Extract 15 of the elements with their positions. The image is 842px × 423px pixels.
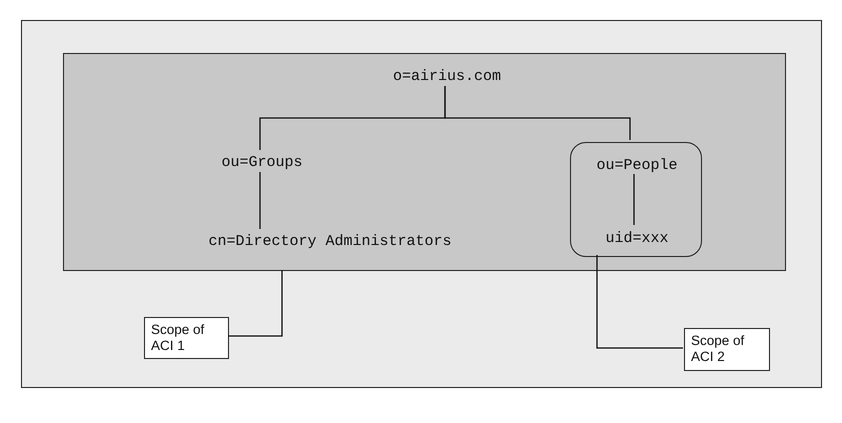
- entry-label: uid=xxx: [597, 228, 677, 250]
- connector-line: [259, 172, 261, 229]
- leader-line: [596, 255, 683, 349]
- leader-line: [444, 86, 631, 140]
- callout-box: Scope of ACI 2: [684, 328, 770, 371]
- callout-box: Scope of ACI 1: [144, 317, 229, 359]
- entry-label: ou=People: [587, 155, 687, 177]
- entry-label: ou=Groups: [207, 152, 317, 174]
- entry-label: cn=Directory Administrators: [185, 231, 475, 253]
- outer-panel: [21, 20, 822, 388]
- entry-label: o=airius.com: [387, 66, 507, 88]
- scope-area: [63, 53, 786, 271]
- leader-line: [228, 270, 283, 337]
- scope-outline: [570, 142, 702, 257]
- connector-line: [633, 174, 635, 225]
